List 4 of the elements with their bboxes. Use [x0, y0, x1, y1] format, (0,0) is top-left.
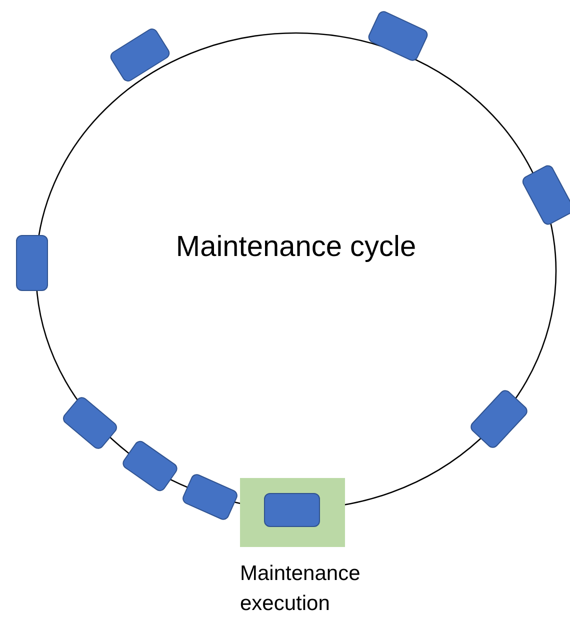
process-box — [264, 493, 320, 527]
process-box — [16, 235, 48, 291]
cycle-label: Maintenance cycle — [176, 231, 416, 264]
node-label: Maintenance execution — [240, 561, 362, 617]
